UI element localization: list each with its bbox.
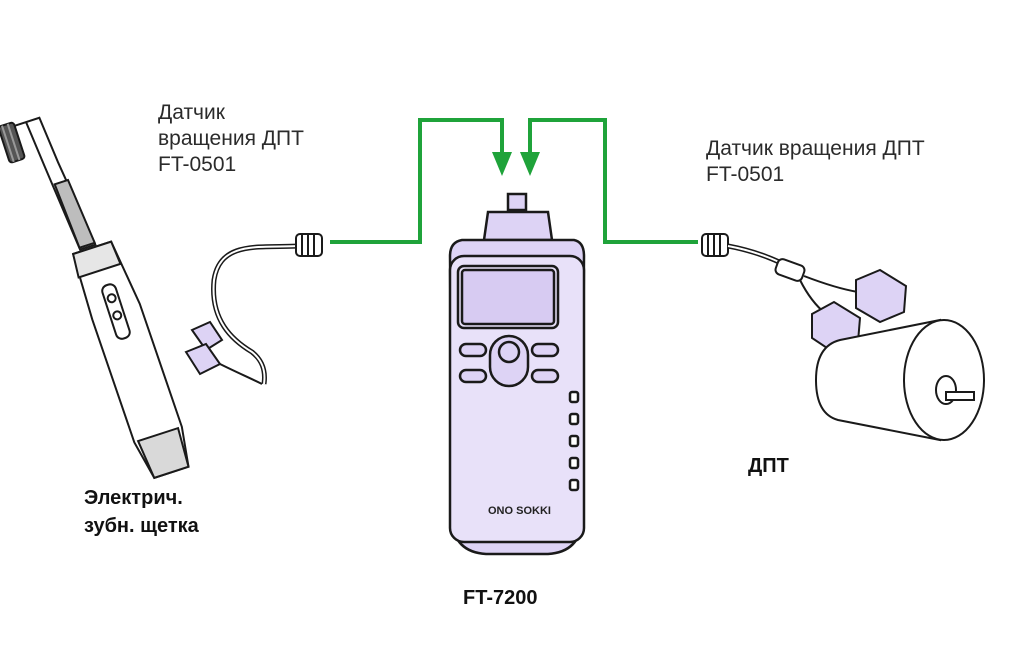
sensor-left-line-1: Датчик	[158, 101, 225, 124]
device-screen	[460, 268, 556, 326]
motor-label: ДПТ	[748, 455, 789, 477]
sensor-left-line-2: вращения ДПТ	[158, 127, 304, 150]
sensor-left-line-3: FT-0501	[158, 153, 237, 176]
tachometer-icon: ONO SOKKI	[448, 192, 586, 556]
arrow-left-icon	[492, 152, 512, 176]
sensor-right-line-2: FT-0501	[706, 163, 785, 186]
connection-line-right	[528, 118, 698, 244]
sensor-tip	[506, 192, 528, 212]
toothbrush-line-1: Электрич.	[84, 487, 183, 509]
electric-toothbrush-icon	[0, 116, 190, 480]
sensor-right-label: Датчик вращения ДПТ FT-0501	[706, 136, 925, 188]
toothbrush-line-2: зубн. щетка	[84, 515, 199, 537]
brand-logo: ONO SOKKI	[488, 505, 551, 517]
rotation-sensor-left-icon	[184, 233, 323, 385]
toothbrush-label: Электрич. зубн. щетка	[84, 484, 199, 540]
arrow-right-icon	[520, 152, 540, 176]
connection-line-left	[330, 118, 504, 244]
device-buttons	[458, 334, 560, 388]
connection-lines	[330, 118, 698, 244]
dc-motor-icon	[814, 318, 985, 442]
tachometer-label: FT-7200	[463, 587, 538, 609]
sensor-right-line-1: Датчик вращения ДПТ	[706, 137, 925, 160]
sensor-head	[482, 210, 554, 242]
sensor-left-label: Датчик вращения ДПТ FT-0501	[158, 100, 304, 178]
side-grip	[568, 390, 580, 492]
